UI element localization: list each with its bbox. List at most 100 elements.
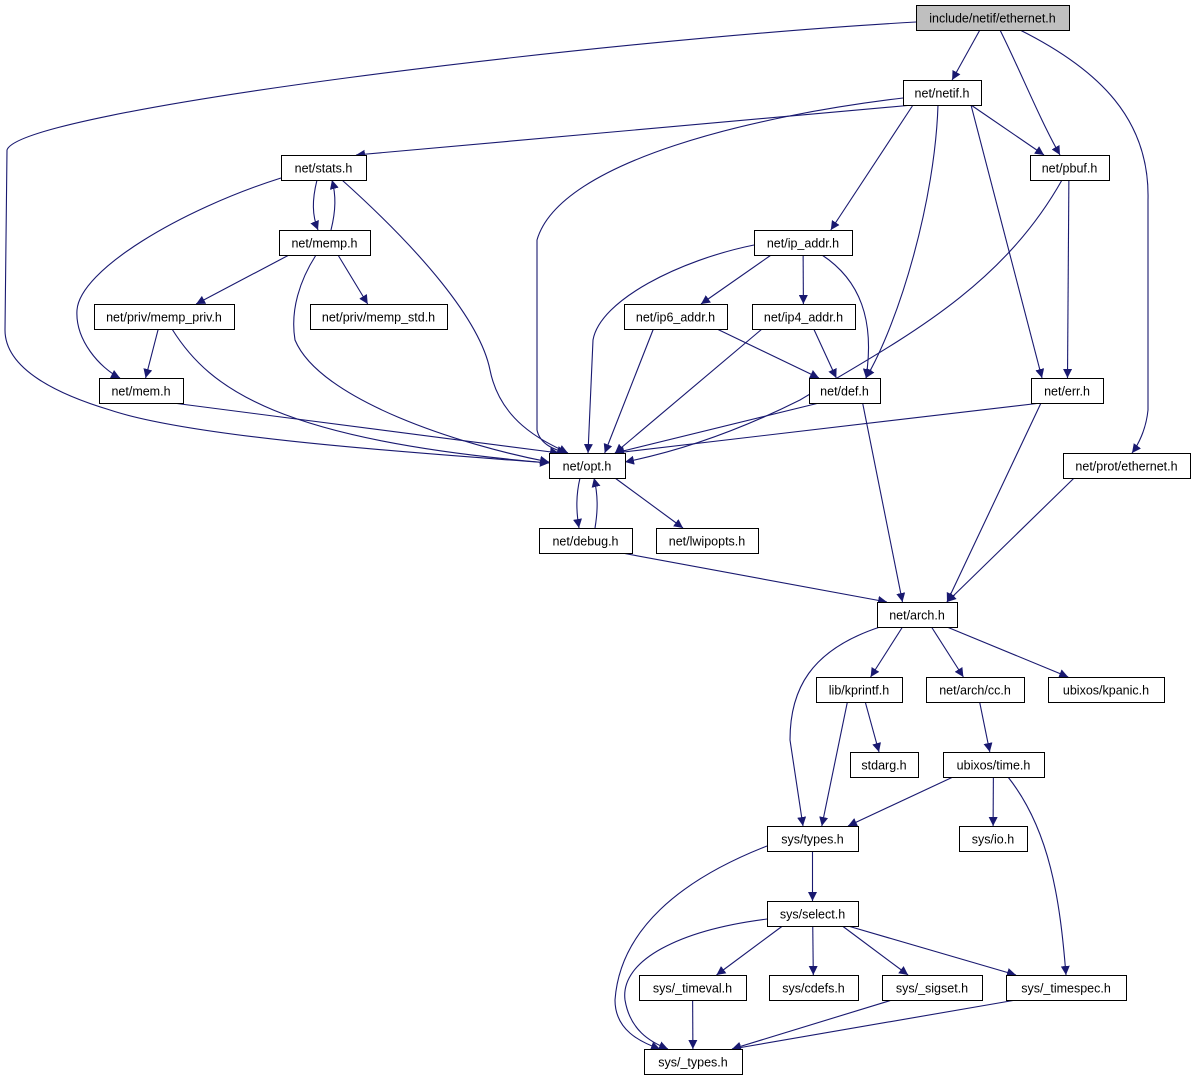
- edge-memp-to-memp_std: [337, 254, 369, 305]
- node-box: [279, 230, 371, 256]
- edge-root-to-prot_eth: [1019, 29, 1149, 454]
- node-arch[interactable]: net/arch.h: [877, 602, 958, 628]
- edge-err-to-opt: [614, 402, 1042, 457]
- node-lwipopts[interactable]: net/lwipopts.h: [656, 528, 759, 554]
- edge-select-to-cdefs: [808, 925, 818, 976]
- edge-select-to-_types: [624, 918, 768, 1050]
- edge-opt-to-debug: [573, 477, 582, 529]
- node-timespec[interactable]: sys/_timespec.h: [1006, 975, 1127, 1001]
- node-timeval[interactable]: sys/_timeval.h: [639, 975, 747, 1001]
- edge-ip6_addr-to-def: [716, 328, 820, 379]
- node-select[interactable]: sys/select.h: [767, 901, 859, 927]
- node-label: sys/_timeval.h: [653, 982, 732, 996]
- edge-stats-to-opt: [341, 179, 569, 454]
- node-label: sys/select.h: [780, 908, 845, 922]
- edge-def-to-arch: [862, 402, 906, 603]
- edge-opt-to-lwipopts: [614, 477, 684, 529]
- edge-netif-to-err: [970, 104, 1045, 379]
- node-pbuf[interactable]: net/pbuf.h: [1030, 155, 1110, 181]
- node-box: [644, 1049, 743, 1075]
- node-label: sys/_timespec.h: [1021, 982, 1111, 996]
- edge-root-to-opt: [4, 21, 917, 467]
- node-box: [1048, 677, 1165, 703]
- node-label: net/opt.h: [563, 460, 612, 474]
- node-box: [850, 752, 919, 778]
- node-label: sys/cdefs.h: [782, 982, 845, 996]
- node-box: [539, 528, 633, 554]
- edge-netif-to-stats: [355, 104, 914, 159]
- node-mem[interactable]: net/mem.h: [99, 378, 184, 404]
- node-ip-addr[interactable]: net/ip_addr.h: [754, 230, 853, 256]
- edge-ip_addr-to-ip6_addr: [700, 254, 772, 305]
- node-opt[interactable]: net/opt.h: [549, 453, 626, 479]
- edge-time-to-timespec: [1007, 776, 1070, 976]
- edge-root-to-pbuf: [999, 29, 1061, 156]
- node-label: net/stats.h: [295, 162, 353, 176]
- node-ip6-addr[interactable]: net/ip6_addr.h: [624, 304, 728, 330]
- edge-select-to-timeval: [716, 925, 783, 976]
- node-stdarg[interactable]: stdarg.h: [850, 752, 919, 778]
- edge-netif-to-pbuf: [970, 104, 1045, 156]
- node-label: include/netif/ethernet.h: [929, 12, 1056, 26]
- edge-netif-to-def: [865, 104, 939, 379]
- edge-kprintf-to-stdarg: [864, 701, 881, 753]
- node-box: [281, 155, 367, 181]
- node-memp-priv[interactable]: net/priv/memp_priv.h: [94, 304, 235, 330]
- edge-timespec-to-_types: [731, 999, 1017, 1052]
- node-memp[interactable]: net/memp.h: [279, 230, 371, 256]
- node-label: net/mem.h: [111, 385, 170, 399]
- edge-root-to-netif: [951, 29, 981, 81]
- node-cdefs[interactable]: sys/cdefs.h: [769, 975, 859, 1001]
- node-stats[interactable]: net/stats.h: [281, 155, 367, 181]
- node-memp-std[interactable]: net/priv/memp_std.h: [310, 304, 448, 330]
- edge-debug-to-opt: [591, 477, 601, 529]
- edges: [4, 21, 1149, 1052]
- node-box: [943, 752, 1045, 778]
- node-box: [882, 975, 983, 1001]
- node-box: [767, 901, 859, 927]
- node-kpanic[interactable]: ubixos/kpanic.h: [1048, 677, 1165, 703]
- node-ip4-addr[interactable]: net/ip4_addr.h: [752, 304, 856, 330]
- node-label: net/ip6_addr.h: [636, 311, 715, 325]
- edge-stats-to-memp: [310, 179, 319, 231]
- edge-netif-to-opt: [536, 97, 904, 455]
- node-label: sys/_types.h: [658, 1056, 728, 1070]
- edge-debug-to-arch: [621, 552, 888, 605]
- node-box: [624, 304, 728, 330]
- node-label: sys/io.h: [972, 833, 1014, 847]
- node-time[interactable]: ubixos/time.h: [943, 752, 1045, 778]
- edge-netif-to-ip_addr: [830, 104, 914, 231]
- node-kprintf[interactable]: lib/kprintf.h: [816, 677, 903, 703]
- node-io[interactable]: sys/io.h: [959, 826, 1028, 852]
- node-def[interactable]: net/def.h: [809, 378, 881, 404]
- edge-mem-to-opt: [172, 402, 560, 457]
- node-label: ubixos/kpanic.h: [1063, 684, 1149, 698]
- node-box: [1063, 453, 1191, 479]
- node-label: stdarg.h: [861, 759, 906, 773]
- node-root[interactable]: include/netif/ethernet.h: [916, 5, 1070, 31]
- node-box: [549, 453, 626, 479]
- node-sigset[interactable]: sys/_sigset.h: [882, 975, 983, 1001]
- node-label: net/ip4_addr.h: [764, 311, 843, 325]
- node-debug[interactable]: net/debug.h: [539, 528, 633, 554]
- node-box: [877, 602, 958, 628]
- node-label: net/lwipopts.h: [669, 535, 745, 549]
- node-box: [94, 304, 235, 330]
- edge-ip_addr-to-opt: [583, 244, 755, 454]
- node-label: net/debug.h: [552, 535, 618, 549]
- node-prot-eth[interactable]: net/prot/ethernet.h: [1063, 453, 1191, 479]
- node-label: net/arch/cc.h: [939, 684, 1011, 698]
- node-box: [656, 528, 759, 554]
- edge-memp-to-opt: [293, 254, 550, 465]
- edge-sigset-to-_types: [731, 999, 893, 1051]
- edge-cc-to-time: [979, 701, 993, 753]
- node-box: [754, 230, 853, 256]
- node-box: [767, 826, 859, 852]
- node-err[interactable]: net/err.h: [1031, 378, 1104, 404]
- node-label: lib/kprintf.h: [829, 684, 889, 698]
- node--types[interactable]: sys/_types.h: [644, 1049, 743, 1075]
- node-label: sys/types.h: [781, 833, 844, 847]
- node-netif[interactable]: net/netif.h: [903, 80, 982, 106]
- node-cc[interactable]: net/arch/cc.h: [926, 677, 1025, 703]
- node-types[interactable]: sys/types.h: [767, 826, 859, 852]
